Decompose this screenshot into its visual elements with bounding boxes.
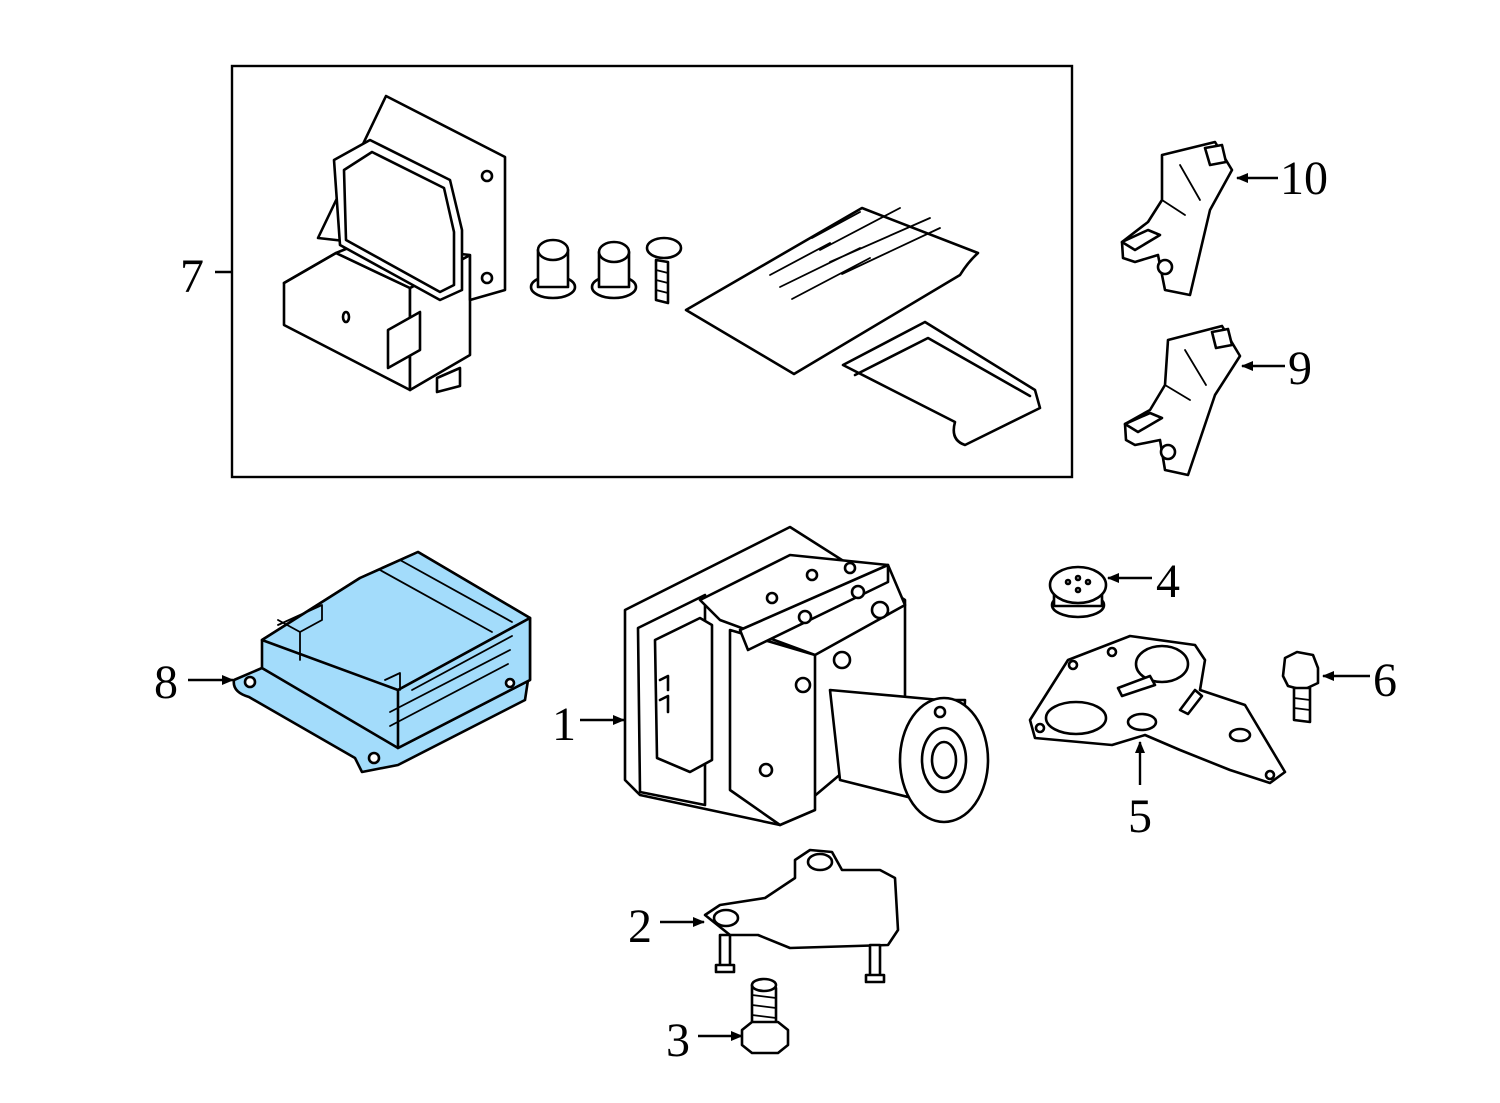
callout-10: 10 <box>1236 152 1328 205</box>
grommet-part-4[interactable] <box>1048 565 1108 619</box>
kit-plug-1 <box>529 238 577 300</box>
callout-2: 2 <box>628 900 705 953</box>
callout-label-7: 7 <box>180 250 204 303</box>
callout-4: 4 <box>1107 555 1180 608</box>
kit-control-module <box>282 94 507 394</box>
abs-hydraulic-unit-part-1[interactable] <box>623 525 990 827</box>
speed-sensor-part-10[interactable] <box>1120 140 1234 297</box>
bolt-part-6[interactable] <box>1281 650 1320 724</box>
callout-8: 8 <box>154 656 234 709</box>
callout-label-2: 2 <box>628 900 652 953</box>
callout-label-6: 6 <box>1373 654 1397 707</box>
callout-6: 6 <box>1322 654 1397 707</box>
callout-label-10: 10 <box>1280 152 1328 205</box>
callout-label-8: 8 <box>154 656 178 709</box>
callout-3: 3 <box>666 1014 743 1067</box>
kit-plug-2 <box>590 240 638 300</box>
kit-instruction-sheet <box>684 206 980 376</box>
airbag-control-module-part-8[interactable] <box>232 550 532 774</box>
callout-label-4: 4 <box>1156 555 1180 608</box>
kit-screw <box>645 236 683 305</box>
abs-bracket-part-2[interactable] <box>703 848 900 984</box>
callout-label-5: 5 <box>1128 790 1152 843</box>
callout-label-1: 1 <box>552 698 576 751</box>
callout-label-9: 9 <box>1288 342 1312 395</box>
callout-5: 5 <box>1128 741 1152 843</box>
kit-box-part-7[interactable] <box>230 64 1074 479</box>
bolt-part-3[interactable] <box>740 977 790 1055</box>
kit-label-packet <box>841 320 1042 447</box>
speed-sensor-part-9[interactable] <box>1123 324 1242 477</box>
callout-7: 7 <box>180 250 232 303</box>
callout-label-3: 3 <box>666 1014 690 1067</box>
mounting-bracket-part-5[interactable] <box>1028 634 1287 785</box>
callout-1: 1 <box>552 698 625 751</box>
callout-9: 9 <box>1241 342 1312 395</box>
